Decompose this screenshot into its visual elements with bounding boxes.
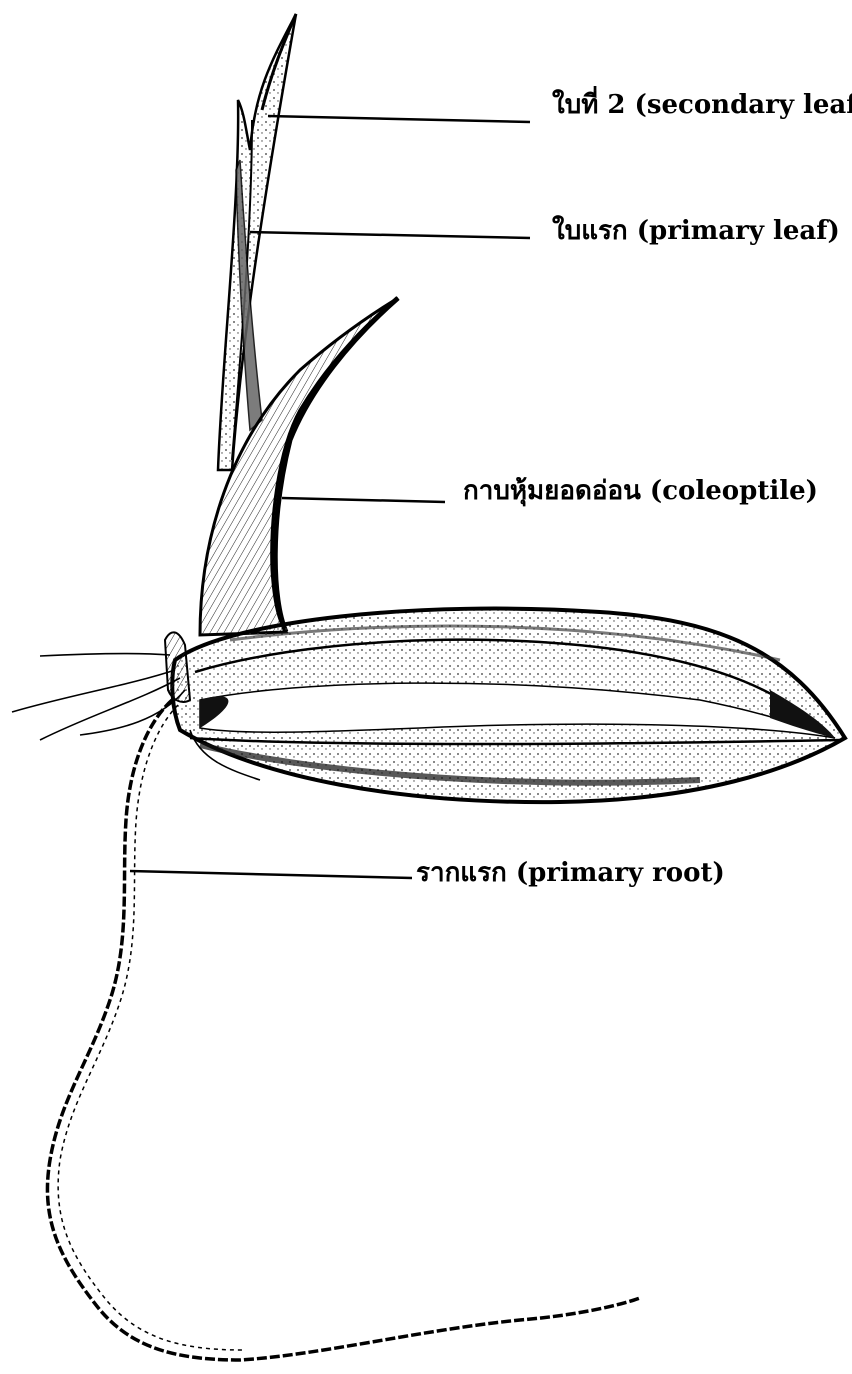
seed-base: [165, 632, 190, 702]
label-primary-leaf: ใบแรก (primary leaf): [552, 218, 840, 244]
leader-line-primary-leaf: [250, 232, 530, 238]
leader-line-primary-root: [130, 871, 412, 878]
label-coleoptile: กาบหุ้มยอดอ่อน (coleoptile): [463, 478, 818, 504]
label-primary-root: รากแรก (primary root): [416, 860, 725, 886]
leader-line-coleoptile: [282, 498, 445, 502]
label-secondary-leaf: ใบที่ 2 (secondary leaf): [552, 92, 852, 118]
rice-grain: [172, 609, 845, 803]
leader-line-secondary-leaf: [268, 116, 530, 122]
